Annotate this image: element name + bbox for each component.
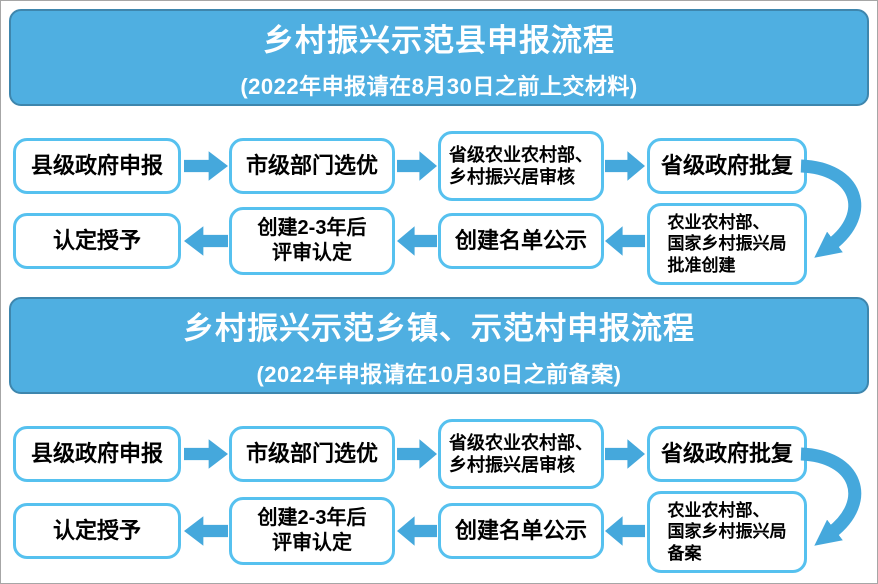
arrow-left-icon (605, 516, 645, 546)
arrow-right-icon (605, 439, 645, 469)
flow2-step-review-after-years: 创建2-3年后 评审认定 (229, 497, 395, 565)
arrow-left-icon (184, 516, 228, 546)
flow1-step-province-review: 省级农业农村部、 乡村振兴居审核 (438, 131, 604, 201)
arrow-right-icon (397, 439, 437, 469)
arrow-right-icon (184, 439, 228, 469)
arrow-left-icon (397, 516, 437, 546)
section1-subtitle: (2022年申报请在8月30日之前上交材料) (240, 73, 638, 99)
flow2-step-list-publicity: 创建名单公示 (438, 503, 604, 559)
arrow-right-icon (184, 151, 228, 181)
arrow-right-icon (397, 151, 437, 181)
flow1-step-award: 认定授予 (13, 213, 181, 269)
flow1-step-list-publicity: 创建名单公示 (438, 213, 604, 269)
arrow-left-icon (397, 226, 437, 256)
arrow-right-icon (605, 151, 645, 181)
flow2-step-province-review: 省级农业农村部、 乡村振兴居审核 (438, 419, 604, 489)
arrow-left-icon (605, 226, 645, 256)
flow1-step-national-approve-create: 农业农村部、 国家乡村振兴局 批准创建 (647, 203, 807, 285)
flow1-step-province-approve: 省级政府批复 (647, 138, 807, 194)
flow1-step-review-after-years: 创建2-3年后 评审认定 (229, 207, 395, 275)
flow2-step-award: 认定授予 (13, 503, 181, 559)
flow2-step-city-select: 市级部门选优 (229, 426, 395, 482)
flow1-step-city-select: 市级部门选优 (229, 138, 395, 194)
section1-title: 乡村振兴示范县申报流程 (263, 22, 615, 58)
flow2-step-national-record: 农业农村部、 国家乡村振兴局 备案 (647, 491, 807, 573)
flow2-step-province-approve: 省级政府批复 (647, 426, 807, 482)
section2-banner: 乡村振兴示范乡镇、示范村申报流程 (2022年申报请在10月30日之前备案) (9, 297, 869, 394)
curved-arrow-icon (800, 447, 862, 546)
section1-banner: 乡村振兴示范县申报流程 (2022年申报请在8月30日之前上交材料) (9, 9, 869, 106)
section2-title: 乡村振兴示范乡镇、示范村申报流程 (183, 310, 695, 346)
arrow-left-icon (184, 226, 228, 256)
section2-subtitle: (2022年申报请在10月30日之前备案) (256, 361, 622, 387)
flow2-step-county-apply: 县级政府申报 (13, 426, 181, 482)
flow1-step-county-apply: 县级政府申报 (13, 138, 181, 194)
curved-arrow-icon (800, 159, 862, 258)
